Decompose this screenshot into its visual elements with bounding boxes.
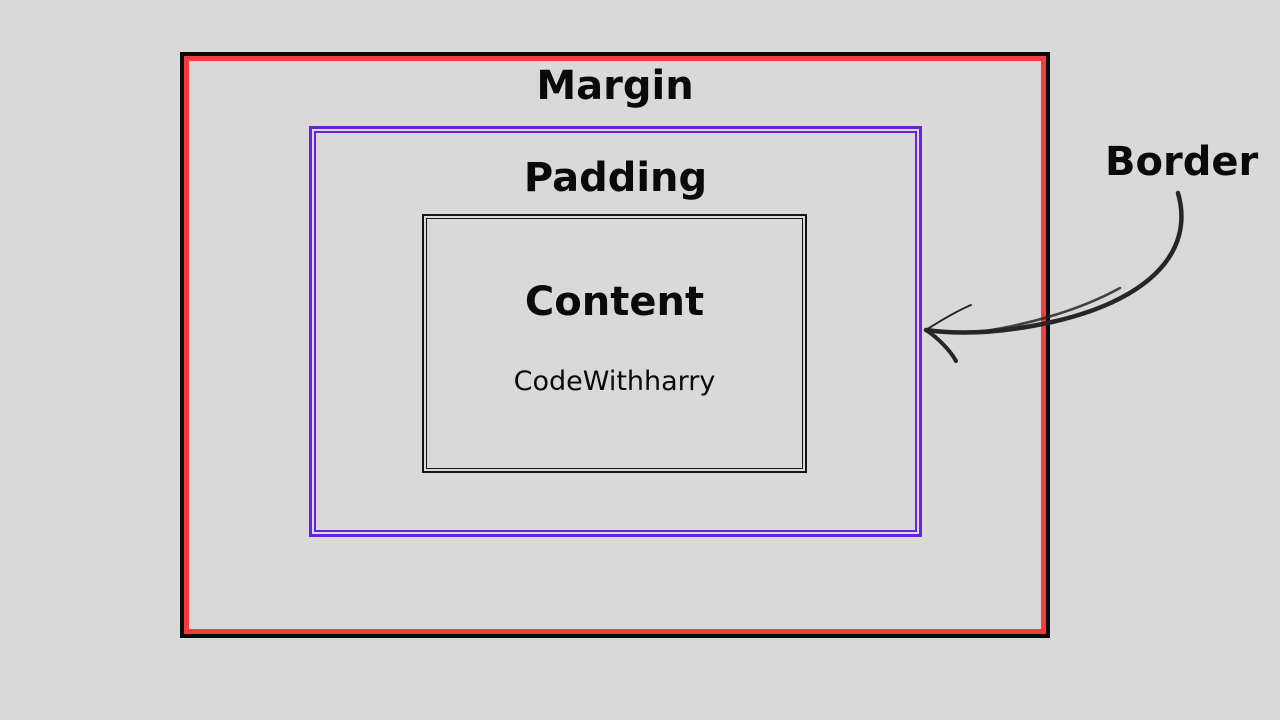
margin-label: Margin (536, 63, 694, 109)
content-body-text: CodeWithharry (513, 366, 716, 397)
margin-box (180, 52, 1050, 638)
padding-box (309, 126, 922, 537)
content-label: Content (524, 279, 705, 325)
content-box (422, 214, 807, 473)
padding-label: Padding (523, 155, 708, 201)
border-label: Border (1105, 139, 1259, 185)
